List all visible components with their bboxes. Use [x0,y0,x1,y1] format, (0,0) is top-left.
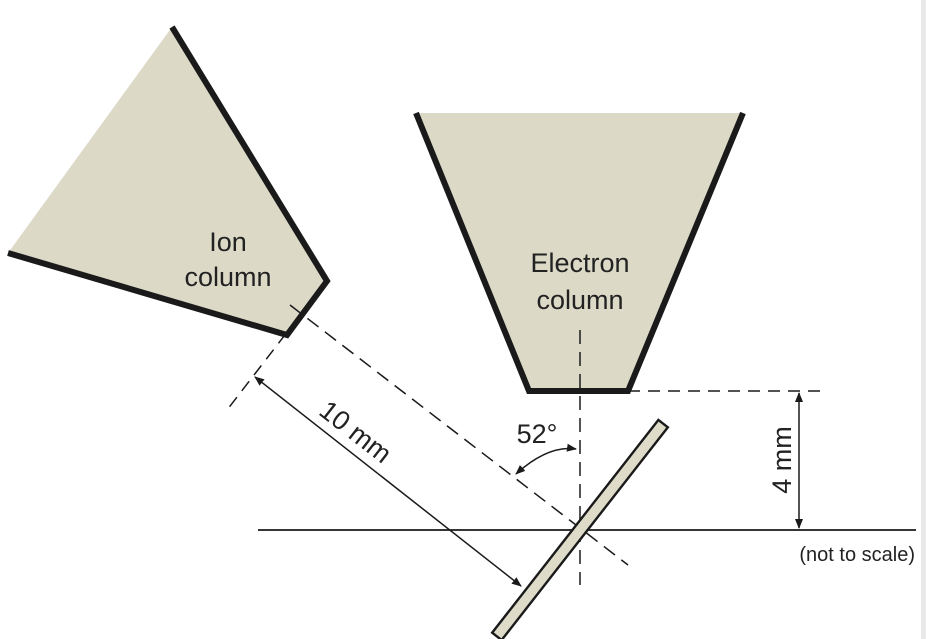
electron-column-outline [413,111,746,394]
electron-column-label-line1: Electron [530,248,629,278]
ion-distance-arrow [254,376,522,587]
ion-extension-line [226,317,299,411]
ion-column-shape [8,27,327,335]
electron-column-shape [416,113,743,391]
window-edge [921,0,926,639]
angle-arc [515,443,577,475]
ion-column-outline [7,25,331,339]
sample [490,418,670,639]
angle-label: 52° [517,419,558,449]
electron-column-label-line2: column [536,285,623,315]
scale-note: (not to scale) [799,544,915,566]
ion-column-label-line1: Ion [209,227,247,257]
working-distance-label: 4 mm [767,426,797,494]
ion-beam-axis [289,304,629,566]
ion-distance-label: 10 mm [314,395,398,469]
ion-column-label-line2: column [184,262,271,292]
